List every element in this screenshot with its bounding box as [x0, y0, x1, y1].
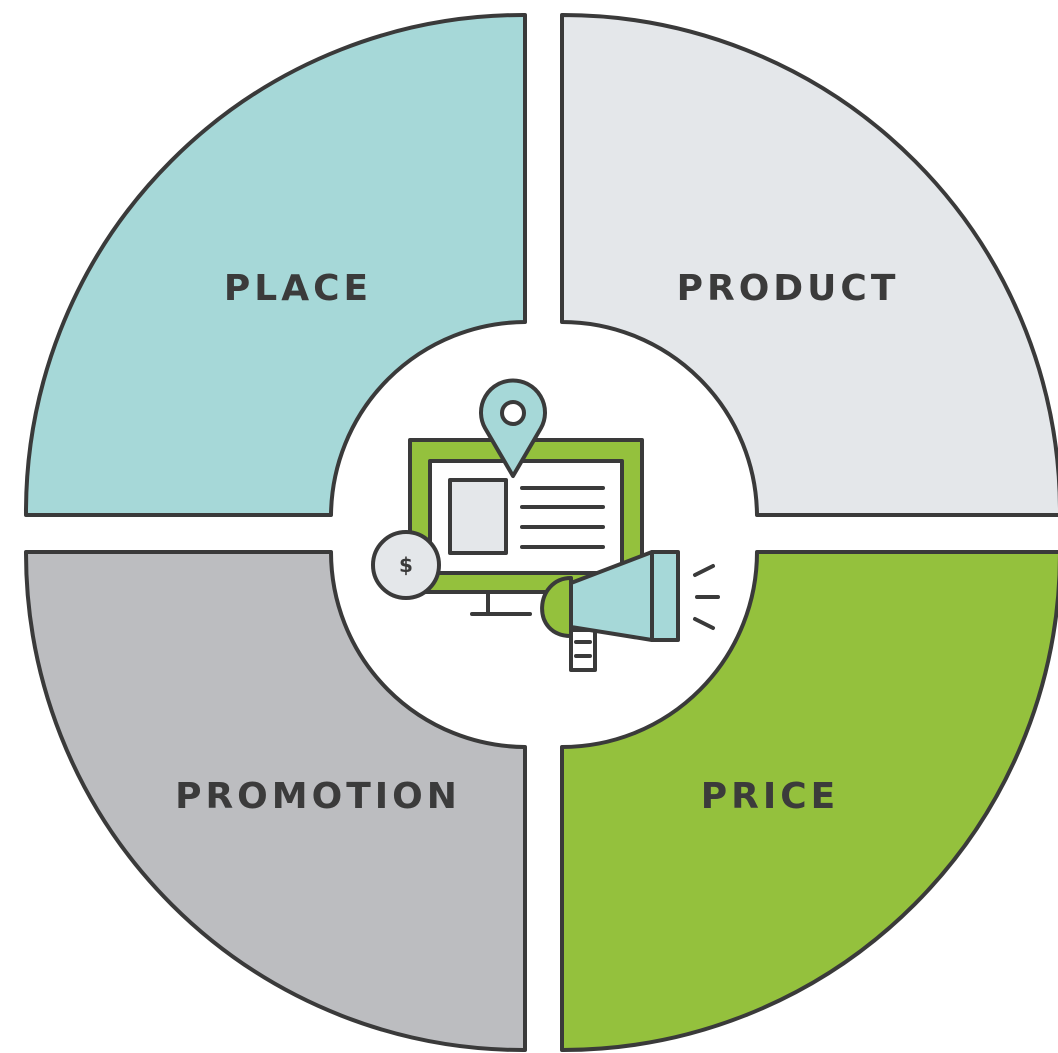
place-label: PLACE	[224, 268, 372, 309]
megaphone-icon	[540, 550, 720, 672]
place-quadrant	[23, 12, 527, 517]
promotion-quadrant	[23, 550, 527, 1053]
location-pin-icon	[479, 378, 547, 478]
marketing-icon-group: $	[371, 378, 720, 672]
product-quadrant	[560, 12, 1058, 517]
promotion-label: PROMOTION	[175, 776, 461, 817]
monitor-icon	[408, 438, 644, 616]
price-quadrant	[560, 550, 1058, 1053]
dollar-coin-icon: $	[371, 530, 441, 600]
product-label: PRODUCT	[677, 268, 900, 309]
dollar-sign: $	[399, 553, 413, 577]
price-label: PRICE	[701, 776, 840, 817]
